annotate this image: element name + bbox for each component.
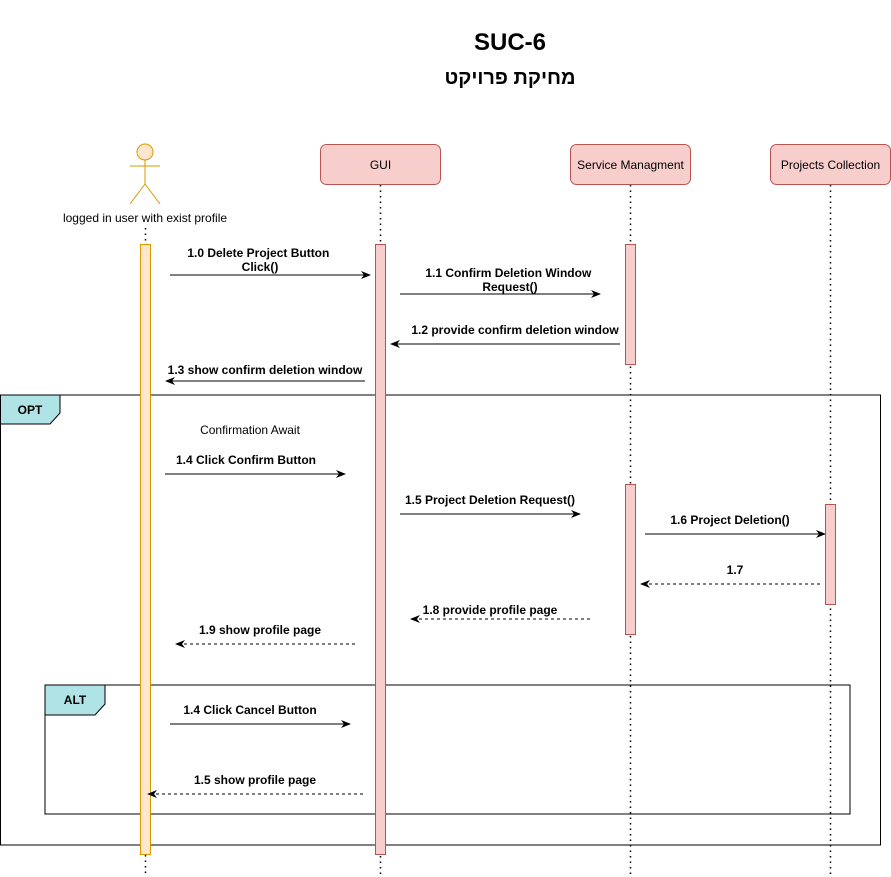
message-1-0: 1.0 Delete Project Button Click() xyxy=(170,246,371,279)
message-1-5-profile: 1.5 show profile page xyxy=(147,773,363,798)
alt-frame-tab xyxy=(44,684,106,716)
participant-service: Service Managment xyxy=(570,144,691,185)
actor-label: logged in user with exist profile xyxy=(63,211,227,225)
alt-frame-border xyxy=(44,684,851,815)
message-label: 1.4 Click Confirm Button xyxy=(176,453,316,467)
alt-frame-label: ALT xyxy=(64,693,87,707)
diagram-title: SUC-6 xyxy=(474,29,546,56)
message-1-9: 1.9 show profile page xyxy=(175,623,355,648)
message-1-3: 1.3 show confirm deletion window xyxy=(165,363,365,385)
activation-projects xyxy=(825,504,836,605)
participant-gui-box xyxy=(320,144,441,185)
participant-service-label: Service Managment xyxy=(577,158,684,172)
activation-service-1 xyxy=(625,244,636,365)
participant-service-box xyxy=(570,144,691,185)
message-label: 1.7 xyxy=(727,563,744,577)
message-label: 1.3 show confirm deletion window xyxy=(168,363,363,377)
message-label: 1.0 Delete Project Button Click() xyxy=(187,246,332,274)
message-label: 1.4 Click Cancel Button xyxy=(183,703,316,717)
opt-frame-label: OPT xyxy=(18,403,43,417)
activation-service-2 xyxy=(625,484,636,635)
message-label: 1.8 provide profile page xyxy=(423,603,558,617)
actor: logged in user with exist profile xyxy=(63,143,227,225)
activation-actor xyxy=(140,244,151,855)
message-1-4-cancel: 1.4 Click Cancel Button xyxy=(170,703,351,728)
opt-frame-tab xyxy=(0,394,61,425)
diagram-subtitle: מחיקת פרויקט xyxy=(444,67,575,89)
actor-leg-left xyxy=(129,183,146,205)
message-1-4-confirm: 1.4 Click Confirm Button xyxy=(165,453,346,478)
message-label: 1.9 show profile page xyxy=(199,623,321,637)
activation-gui xyxy=(375,244,386,855)
actor-head-icon xyxy=(136,143,154,161)
message-label: 1.2 provide confirm deletion window xyxy=(411,323,619,337)
message-1-8: 1.8 provide profile page xyxy=(410,603,590,623)
message-1-6: 1.6 Project Deletion() xyxy=(645,513,826,538)
participant-projects: Projects Collection xyxy=(770,144,891,185)
message-1-5-request: 1.5 Project Deletion Request() xyxy=(400,493,581,518)
message-label: 1.5 show profile page xyxy=(194,773,316,787)
actor-leg-right xyxy=(144,183,161,205)
message-1-1: 1.1 Confirm Deletion Window Request() xyxy=(400,266,601,298)
participant-projects-label: Projects Collection xyxy=(781,158,880,172)
message-label: 1.6 Project Deletion() xyxy=(670,513,789,527)
message-label: 1.5 Project Deletion Request() xyxy=(405,493,575,507)
alt-frame: ALT xyxy=(44,684,851,815)
opt-frame-border xyxy=(0,394,881,846)
message-1-7: 1.7 xyxy=(640,563,820,588)
opt-frame-note: Confirmation Await xyxy=(200,423,300,437)
participant-gui: GUI xyxy=(320,144,441,185)
message-label: 1.1 Confirm Deletion Window Request() xyxy=(425,266,594,294)
message-1-2: 1.2 provide confirm deletion window xyxy=(390,323,620,348)
participant-gui-label: GUI xyxy=(370,158,391,172)
opt-frame: OPT Confirmation Await xyxy=(0,394,881,846)
